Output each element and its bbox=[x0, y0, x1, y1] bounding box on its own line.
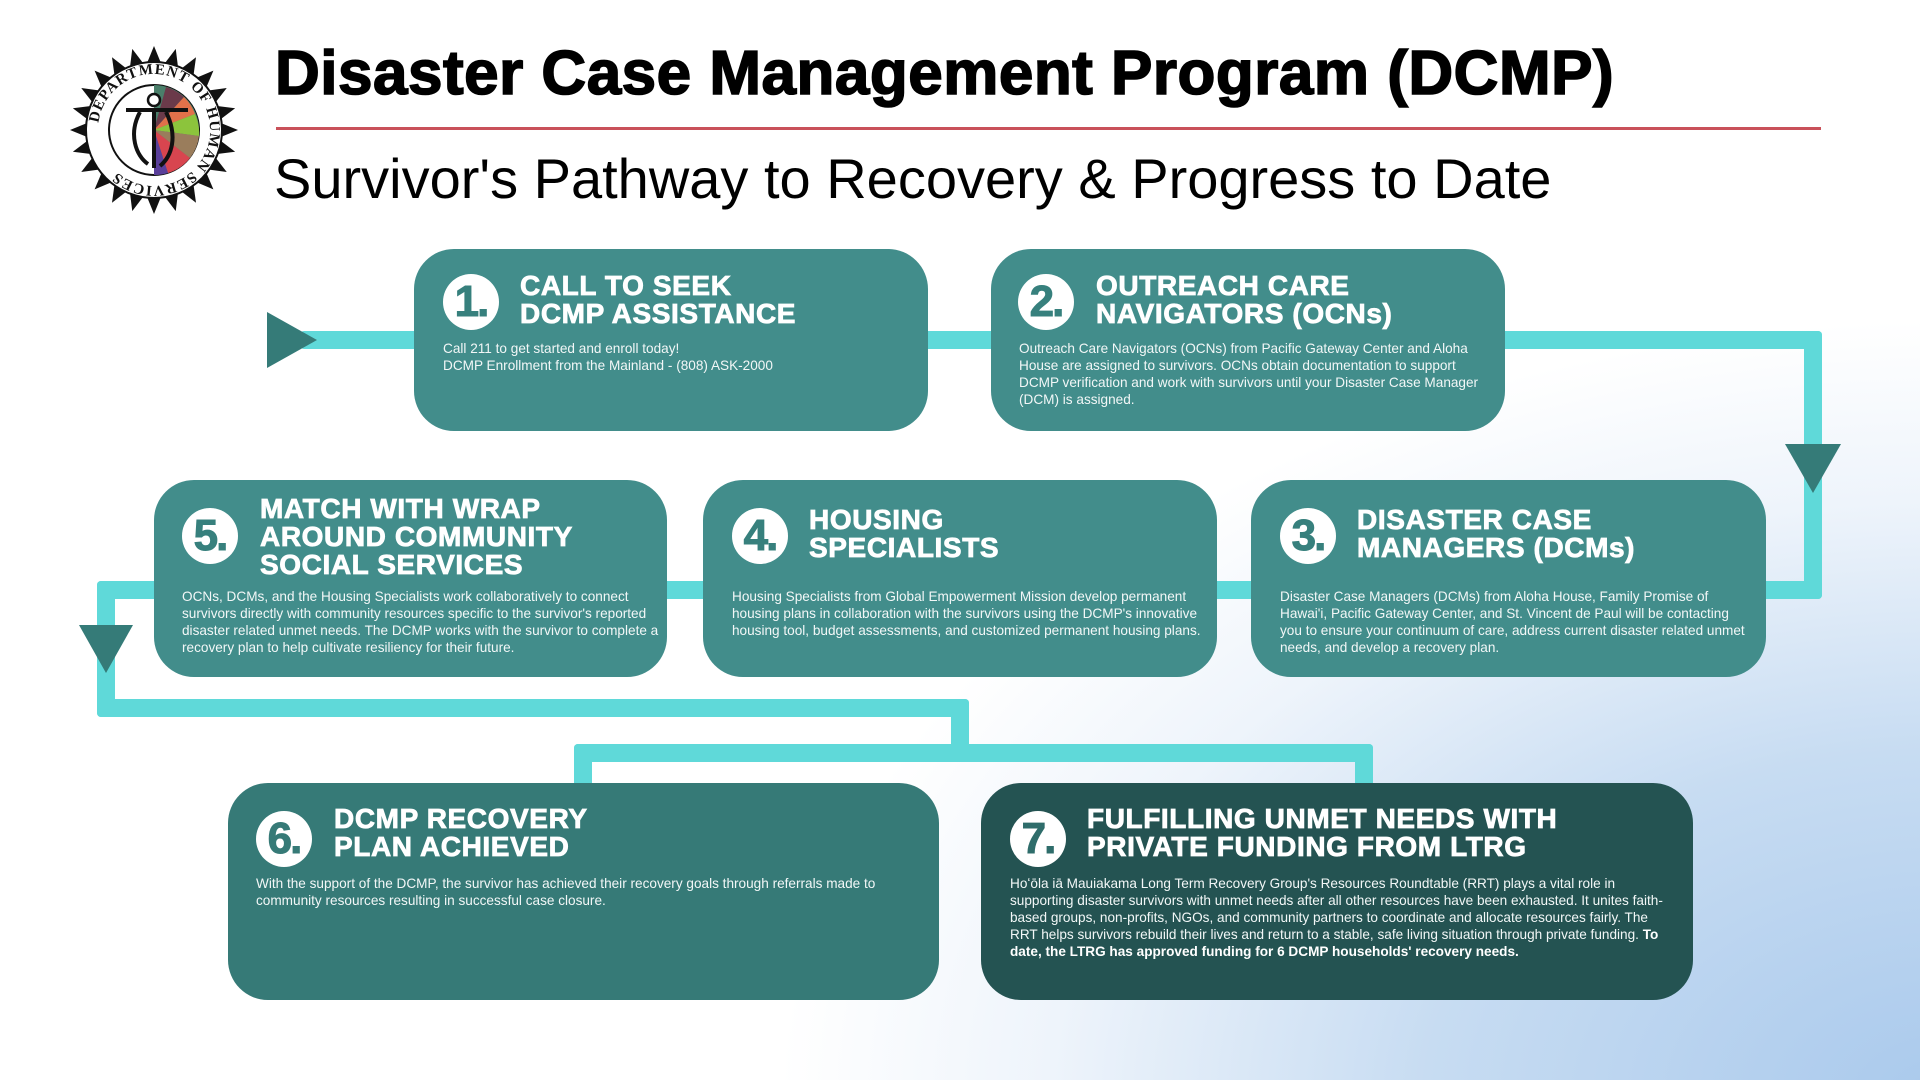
down-arrow-icon-left bbox=[79, 625, 133, 673]
step-description: Housing Specialists from Global Empowerm… bbox=[732, 589, 1201, 638]
connector-start-to-step1 bbox=[300, 331, 420, 349]
connector-to-step7 bbox=[1355, 744, 1373, 788]
step-title: DISASTER CASE MANAGERS (DCMs) bbox=[1357, 504, 1636, 563]
page-subtitle: Survivor's Pathway to Recovery & Progres… bbox=[274, 147, 1552, 210]
step-description-line2: DCMP Enrollment from the Mainland - (808… bbox=[443, 358, 773, 373]
step-title: HOUSING SPECIALISTS bbox=[809, 504, 1000, 563]
step-number-badge: 1. bbox=[443, 274, 499, 330]
dhs-seal-icon: DEPARTMENT OF HUMAN SERVICES bbox=[70, 46, 238, 214]
ltrg-progress-highlight: To date, the LTRG has approved funding f… bbox=[1010, 927, 1659, 959]
step-description: Outreach Care Navigators (OCNs) from Pac… bbox=[1019, 341, 1479, 407]
connector-step3-to-step4 bbox=[1212, 581, 1256, 599]
start-arrow-icon bbox=[267, 312, 317, 368]
step-card-4: 4. HOUSING SPECIALISTS Housing Specialis… bbox=[703, 480, 1217, 677]
connector-branch-horizontal bbox=[574, 744, 1373, 762]
step-description-text: Hoʻōla iā Mauiakama Long Term Recovery G… bbox=[1010, 876, 1663, 942]
down-arrow-icon-right bbox=[1785, 444, 1841, 493]
step-title: DCMP RECOVERY PLAN ACHIEVED bbox=[334, 803, 588, 862]
seal-spike bbox=[192, 70, 214, 92]
step-number-badge: 7. bbox=[1010, 811, 1066, 867]
step-card-5: 5. MATCH WITH WRAP AROUND COMMUNITY SOCI… bbox=[154, 480, 667, 677]
title-divider bbox=[276, 127, 1821, 130]
connector-to-step6 bbox=[574, 744, 592, 788]
step-card-1: 1. CALL TO SEEK DCMP ASSISTANCE Call 211… bbox=[414, 249, 928, 431]
step-title: FULFILLING UNMET NEEDS WITH PRIVATE FUND… bbox=[1087, 803, 1558, 862]
step-description: Hoʻōla iā Mauiakama Long Term Recovery G… bbox=[1010, 875, 1670, 960]
step-card-6: 6. DCMP RECOVERY PLAN ACHIEVED With the … bbox=[228, 783, 939, 1000]
step-description: Call 211 to get started and enroll today… bbox=[443, 340, 903, 374]
step-title: OUTREACH CARE NAVIGATORS (OCNs) bbox=[1096, 270, 1393, 329]
step-number-badge: 2. bbox=[1018, 274, 1074, 330]
step-description: With the support of the DCMP, the surviv… bbox=[256, 876, 876, 908]
seal-spike bbox=[94, 168, 116, 190]
connector-step2-right bbox=[1500, 331, 1822, 349]
step-description: Disaster Case Managers (DCMs) from Aloha… bbox=[1280, 589, 1745, 655]
step-card-2: 2. OUTREACH CARE NAVIGATORS (OCNs) Outre… bbox=[991, 249, 1505, 431]
step-number-badge: 5. bbox=[182, 508, 238, 564]
dhs-logo: DEPARTMENT OF HUMAN SERVICES bbox=[68, 44, 240, 216]
page-title: Disaster Case Management Program (DCMP) bbox=[274, 38, 1615, 109]
connector-to-step3 bbox=[1760, 581, 1822, 599]
step-number-badge: 3. bbox=[1280, 508, 1336, 564]
connector-step1-to-step2 bbox=[924, 331, 996, 349]
connector-step4-to-step5 bbox=[662, 581, 708, 599]
step-description-line1: Call 211 to get started and enroll today… bbox=[443, 341, 680, 356]
step-number-badge: 6. bbox=[256, 811, 312, 867]
step-number-badge: 4. bbox=[732, 508, 788, 564]
seal-spike bbox=[94, 70, 116, 92]
step-card-3: 3. DISASTER CASE MANAGERS (DCMs) Disaste… bbox=[1251, 480, 1766, 677]
step-description: OCNs, DCMs, and the Housing Specialists … bbox=[182, 589, 659, 655]
seal-spike bbox=[192, 168, 214, 190]
connector-bottom-horizontal bbox=[97, 699, 969, 717]
step-card-7: 7. FULFILLING UNMET NEEDS WITH PRIVATE F… bbox=[981, 783, 1693, 1000]
step-title: MATCH WITH WRAP AROUND COMMUNITY SOCIAL … bbox=[260, 493, 573, 580]
step-title: CALL TO SEEK DCMP ASSISTANCE bbox=[520, 270, 797, 329]
